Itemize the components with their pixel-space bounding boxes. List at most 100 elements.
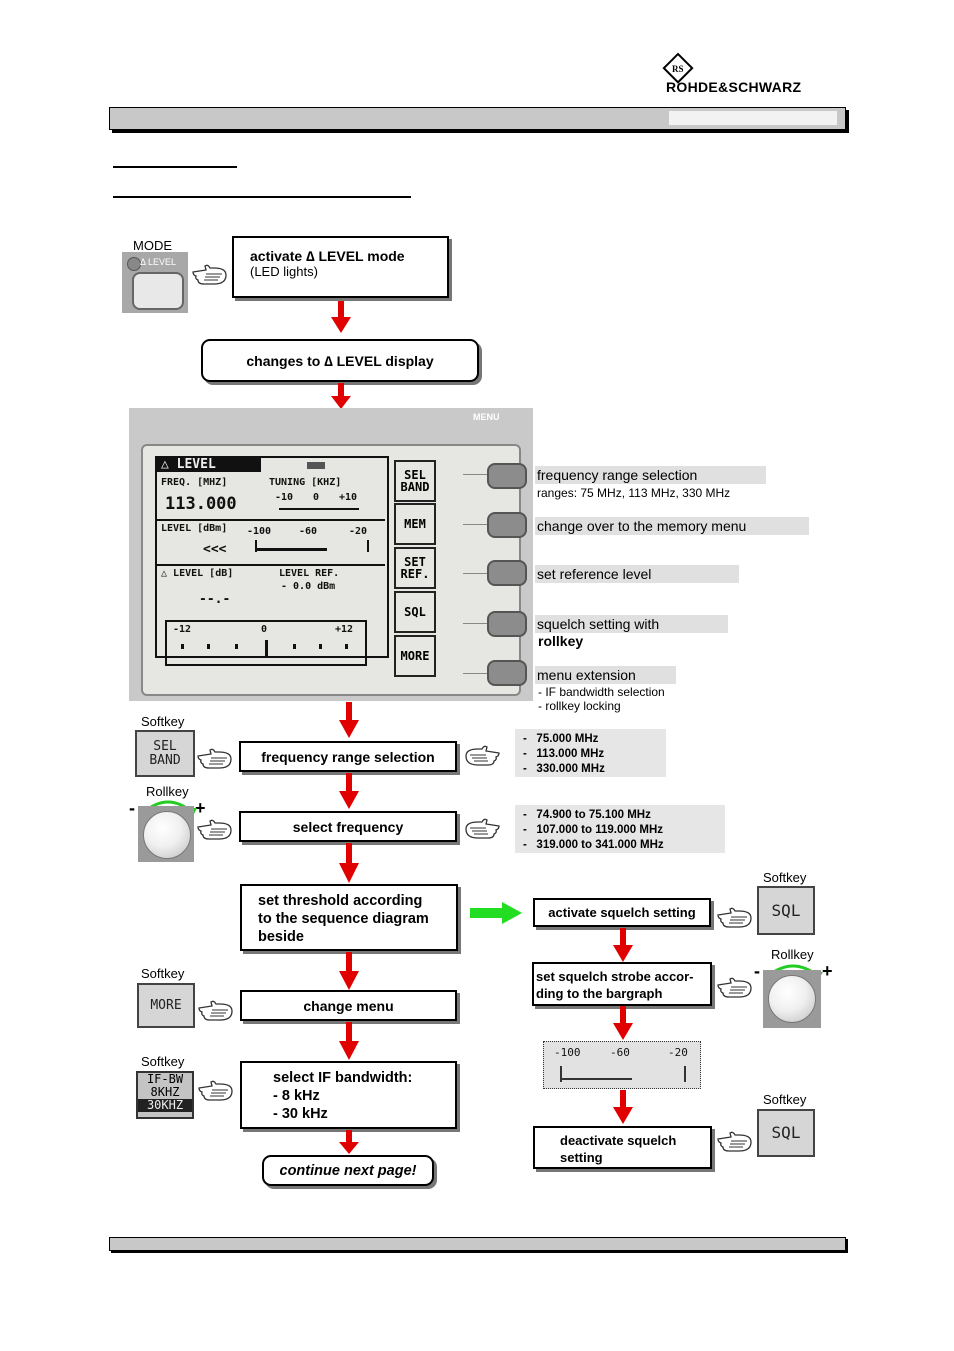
mode-button[interactable]: Δ LEVEL <box>122 252 188 313</box>
green-arrow-icon <box>470 902 522 924</box>
delta-tick-left: -12 <box>173 624 192 635</box>
heading-underline-2 <box>113 196 411 198</box>
changes-display-box: changes to ∆ LEVEL display <box>201 339 479 382</box>
annot-reference: set reference level <box>535 565 739 583</box>
freq-range-item: - 113.000 MHz <box>523 748 605 760</box>
if-bw-box: select IF bandwidth: - 8 kHz - 30 kHz <box>240 1061 457 1129</box>
tuning-tick-right: +10 <box>339 492 358 503</box>
level-tick-mid: -60 <box>299 526 318 537</box>
freq-limit-value: 74.900 to 75.100 MHz <box>536 809 651 821</box>
freq-range-value: 113.000 MHz <box>536 748 605 760</box>
pointing-hand-icon <box>464 741 500 769</box>
rollkey-plus: + <box>195 798 206 818</box>
freq-range-value: 75.000 MHz <box>536 733 599 745</box>
bargraph-tick-left: -100 <box>554 1046 581 1059</box>
threshold-box: set threshold according to the sequence … <box>240 884 458 951</box>
lcd-divider-1 <box>155 519 385 521</box>
rollkey-minus: - <box>754 961 760 981</box>
footer-bar <box>109 1237 846 1251</box>
flow-arrow-5 <box>339 843 359 883</box>
panel-button-2[interactable] <box>487 512 527 538</box>
flow-arrow-8 <box>339 1130 359 1154</box>
sql-softkey[interactable]: SQL <box>757 886 815 935</box>
dlevel-value: --.- <box>199 592 231 607</box>
flow-arrow-1 <box>331 301 351 333</box>
freq-range-list: - 75.000 MHz - 113.000 MHz - 330.000 MHz <box>515 729 666 777</box>
flow-arrow-10 <box>613 1006 633 1040</box>
bargraph-tick-mid: -60 <box>610 1046 630 1059</box>
annot-menu-ext-sub2: - rollkey locking <box>538 699 621 713</box>
if-bw-title: IF-BW <box>146 1072 184 1086</box>
level-tick-right: -20 <box>349 526 368 537</box>
freq-limit-item: - 107.000 to 119.000 MHz <box>523 824 664 836</box>
header-bar <box>109 107 846 130</box>
softkey-label-1: Softkey <box>141 714 185 729</box>
freq-range-item: - 75.000 MHz <box>523 733 599 745</box>
flow-arrow-6 <box>339 952 359 990</box>
brand-name: ROHDE&SCHWARZ <box>666 79 802 95</box>
activate-line1: activate ∆ LEVEL mode <box>250 248 405 264</box>
bargraph-tick-right: -20 <box>668 1046 688 1059</box>
if-bw-option-30: 30KHZ <box>138 1099 192 1112</box>
lcd-screen: △ LEVEL FREQ. [MHZ] TUNING [KHZ] 113.000… <box>141 444 521 696</box>
softkey-label-4: Softkey <box>763 870 807 885</box>
if-bw-softkey[interactable]: IF-BW 8KHZ 30KHZ <box>136 1071 194 1119</box>
rollkey-plus: + <box>822 961 833 981</box>
mode-label: MODE <box>133 238 172 253</box>
tuning-tick-left: -10 <box>275 492 294 503</box>
strobe-line2: ding to the bargraph <box>536 986 663 1001</box>
pointing-hand-icon <box>717 903 753 931</box>
flow-arrow-3 <box>339 702 359 738</box>
annot-squelch: squelch setting with <box>535 615 728 633</box>
strobe-box: set squelch strobe accor- ding to the ba… <box>532 962 712 1006</box>
flow-arrow-2 <box>331 383 351 409</box>
lcd-title-text: LEVEL <box>176 457 216 472</box>
tuning-tick-mid: 0 <box>313 492 320 503</box>
pointing-hand-icon <box>197 744 233 772</box>
pointing-hand-icon <box>197 815 233 843</box>
annot-menu-ext-sub1: - IF bandwidth selection <box>538 685 665 699</box>
deactivate-line2: setting <box>560 1150 603 1165</box>
panel-button-1[interactable] <box>487 463 527 489</box>
activate-squelch-box: activate squelch setting <box>533 898 711 927</box>
annot-menu-ext: menu extension <box>535 666 676 684</box>
if-bw-line1: select IF bandwidth: <box>273 1070 413 1086</box>
if-bw-line2: - 8 kHz <box>273 1088 320 1104</box>
level-tick-left: -100 <box>247 526 272 537</box>
panel-button-3[interactable] <box>487 560 527 586</box>
activate-level-box: activate ∆ LEVEL mode (LED lights) <box>232 236 449 298</box>
rollkey-knob[interactable] <box>138 806 194 862</box>
freq-limits-list: - 74.900 to 75.100 MHz - 107.000 to 119.… <box>515 805 725 853</box>
activate-line2: (LED lights) <box>250 264 318 279</box>
dlevel-label: △ LEVEL [dB] <box>161 568 234 579</box>
freq-limit-item: - 319.000 to 341.000 MHz <box>523 839 664 851</box>
level-label: LEVEL [dBm] <box>161 523 228 534</box>
lcd-divider-2 <box>155 564 385 566</box>
annot-memory: change over to the memory menu <box>535 517 809 535</box>
rollkey-label-1: Rollkey <box>146 784 189 799</box>
deactivate-squelch-box: deactivate squelch setting <box>533 1126 712 1169</box>
lcd-main-area <box>155 456 389 658</box>
level-bargraph <box>255 540 369 552</box>
tuning-scale <box>279 508 359 510</box>
annot-freq-range: frequency range selection <box>535 466 766 484</box>
panel-button-5[interactable] <box>487 660 527 686</box>
svg-text:RS: RS <box>672 64 684 74</box>
mode-key-text: Δ LEVEL <box>140 257 177 267</box>
pointing-hand-icon <box>192 260 228 288</box>
softkey-label-3: Softkey <box>141 1054 185 1069</box>
lcd-led <box>307 462 325 469</box>
freq-range-value: 330.000 MHz <box>536 763 605 775</box>
delta-tick-right: +12 <box>335 624 354 635</box>
rs-logo-icon: RS <box>662 52 694 84</box>
more-softkey[interactable]: MORE <box>137 983 195 1028</box>
sel-band-softkey[interactable]: SEL BAND <box>135 730 195 777</box>
freq-label: FREQ. [MHZ] <box>161 477 228 488</box>
rollkey-knob[interactable] <box>763 970 821 1028</box>
if-bw-line3: - 30 kHz <box>273 1106 328 1122</box>
sql-softkey[interactable]: SQL <box>757 1109 815 1157</box>
freq-limit-item: - 74.900 to 75.100 MHz <box>523 809 651 821</box>
pointing-hand-icon <box>717 973 753 1001</box>
continue-box: continue next page! <box>262 1155 434 1186</box>
panel-button-4[interactable] <box>487 611 527 637</box>
